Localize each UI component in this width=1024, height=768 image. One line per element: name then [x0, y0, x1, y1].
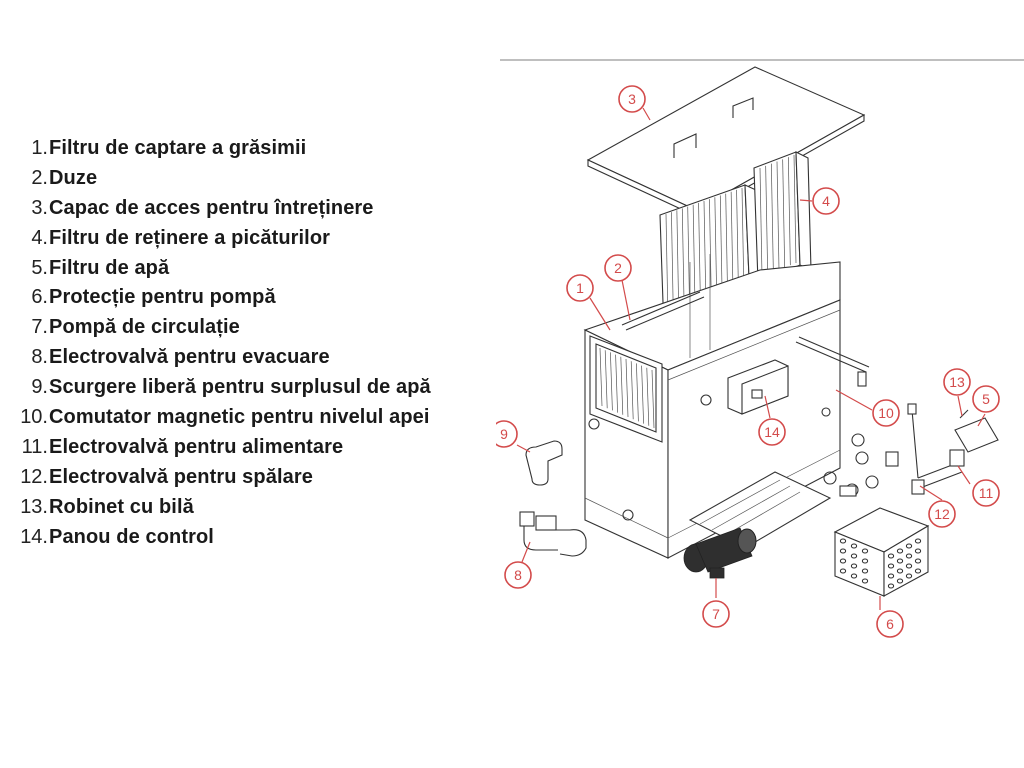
legend-item: 7.Pompă de circulație [10, 313, 431, 343]
legend-item: 4.Filtru de reținere a picăturilor [10, 224, 431, 254]
svg-text:8: 8 [514, 567, 522, 583]
callout-11: 11 [972, 479, 1000, 507]
leader-lines [516, 107, 986, 610]
drain-solenoid [519, 511, 587, 557]
legend-number: 10. [20, 406, 48, 429]
legend-label: Pompă de circulație [49, 316, 240, 339]
svg-text:14: 14 [764, 424, 780, 440]
callout-13: 13 [943, 368, 971, 396]
legend-label: Scurgere liberă pentru surplusul de apă [49, 376, 431, 399]
callout-4: 4 [812, 187, 840, 215]
legend-number: 9. [31, 376, 48, 399]
svg-text:12: 12 [934, 506, 950, 522]
callout-14: 14 [758, 418, 786, 446]
legend-item: 9.Scurgere liberă pentru surplusul de ap… [10, 373, 431, 403]
legend-number: 6. [31, 286, 48, 309]
callout-12: 12 [928, 500, 956, 528]
legend-number: 13. [20, 495, 48, 518]
legend-number: 5. [31, 256, 48, 279]
callout-1: 1 [566, 274, 594, 302]
inlet-piping [907, 403, 999, 495]
legend-item: 13.Robinet cu bilă [10, 493, 431, 523]
legend-label: Electrovalvă pentru evacuare [49, 346, 330, 369]
legend-item: 5.Filtru de apă [10, 254, 431, 284]
svg-text:4: 4 [822, 193, 830, 209]
svg-text:1: 1 [576, 280, 584, 296]
circulation-pump [683, 527, 757, 579]
svg-text:5: 5 [982, 391, 990, 407]
legend-label: Protecție pentru pompă [49, 286, 276, 309]
legend-label: Electrovalvă pentru spălare [49, 465, 313, 488]
legend-number: 1. [31, 137, 48, 159]
legend-item: 8.Electrovalvă pentru evacuare [10, 343, 431, 373]
callout-7: 7 [702, 600, 730, 628]
legend-item: 1.Filtru de captare a grăsimii [10, 134, 431, 164]
callout-9: 9 [496, 420, 518, 448]
legend-item: 2.Duze [10, 164, 431, 194]
pump-guard [833, 507, 930, 597]
legend-label: Filtru de apă [49, 256, 170, 279]
callout-10: 10 [872, 399, 900, 427]
legend-number: 2. [31, 166, 48, 189]
legend-label: Robinet cu bilă [49, 495, 194, 518]
legend-label: Comutator magnetic pentru nivelul apei [49, 406, 430, 429]
svg-text:13: 13 [949, 374, 965, 390]
overflow-drain [525, 440, 563, 486]
callout-6: 6 [876, 610, 904, 638]
legend-item: 14.Panou de control [10, 523, 431, 553]
svg-text:3: 3 [628, 91, 636, 107]
svg-text:10: 10 [878, 405, 894, 421]
exploded-diagram: 3 4 1 2 10 14 9 8 7 6 12 11 13 5 [496, 59, 1024, 638]
legend-number: 14. [20, 525, 48, 548]
legend-number: 7. [31, 316, 48, 339]
level-switch [795, 336, 870, 387]
legend-item: 10.Comutator magnetic pentru nivelul ape… [10, 403, 431, 433]
legend-item: 12.Electrovalvă pentru spălare [10, 463, 431, 493]
callout-2: 2 [604, 254, 632, 282]
legend-number: 4. [31, 226, 48, 249]
legend-number: 12. [20, 465, 48, 488]
callout-8: 8 [504, 561, 532, 589]
svg-text:6: 6 [886, 616, 894, 632]
svg-text:11: 11 [979, 485, 994, 501]
legend-label: Electrovalvă pentru alimentare [49, 435, 344, 458]
legend-number: 11. [21, 435, 48, 458]
svg-text:7: 7 [712, 606, 720, 622]
svg-text:9: 9 [500, 426, 508, 442]
legend-item: 6.Protecție pentru pompă [10, 283, 431, 313]
callout-5: 5 [972, 385, 1000, 413]
legend-number: 3. [31, 196, 48, 219]
legend-label: Capac de acces pentru întreținere [49, 196, 374, 219]
legend-number: 8. [31, 346, 48, 369]
legend-label: Filtru de captare a grăsimii [49, 137, 307, 159]
control-panel [727, 359, 789, 415]
legend-item: 11.Electrovalvă pentru alimentare [10, 433, 431, 463]
svg-text:2: 2 [614, 260, 622, 276]
legend-item: 3.Capac de acces pentru întreținere [10, 194, 431, 224]
legend-label: Duze [49, 166, 98, 189]
legend-label: Panou de control [49, 525, 214, 548]
main-tank [583, 254, 841, 559]
callout-3: 3 [618, 85, 646, 113]
fittings [823, 433, 899, 497]
legend-label: Filtru de reținere a picăturilor [49, 226, 331, 249]
